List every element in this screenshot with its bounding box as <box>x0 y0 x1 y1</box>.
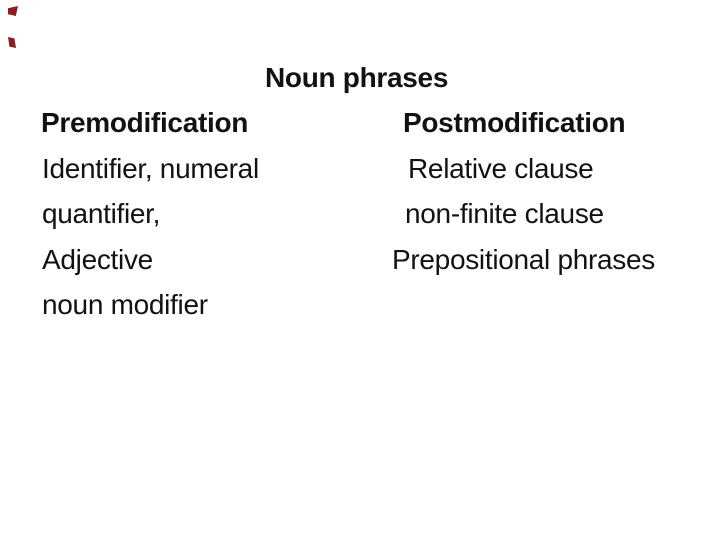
slide-title: Noun phrases <box>265 62 449 93</box>
left-column-header: Premodification <box>41 107 249 138</box>
red-artifact-mark-top-icon <box>8 6 18 16</box>
right-column-item-relative-clause: Relative clause <box>408 153 594 184</box>
left-column-item-noun-modifier: noun modifier <box>42 289 208 320</box>
right-column-header: Postmodification <box>403 107 626 138</box>
left-column-item-identifier-numeral: Identifier, numeral <box>42 153 259 184</box>
right-column-item-prepositional-phrases: Prepositional phrases <box>392 244 655 275</box>
left-column-item-adjective: Adjective <box>42 244 153 275</box>
red-artifact-mark-bottom-icon <box>8 37 16 48</box>
right-column-item-non-finite-clause: non-finite clause <box>405 198 604 229</box>
left-column-item-quantifier: quantifier, <box>42 198 161 229</box>
